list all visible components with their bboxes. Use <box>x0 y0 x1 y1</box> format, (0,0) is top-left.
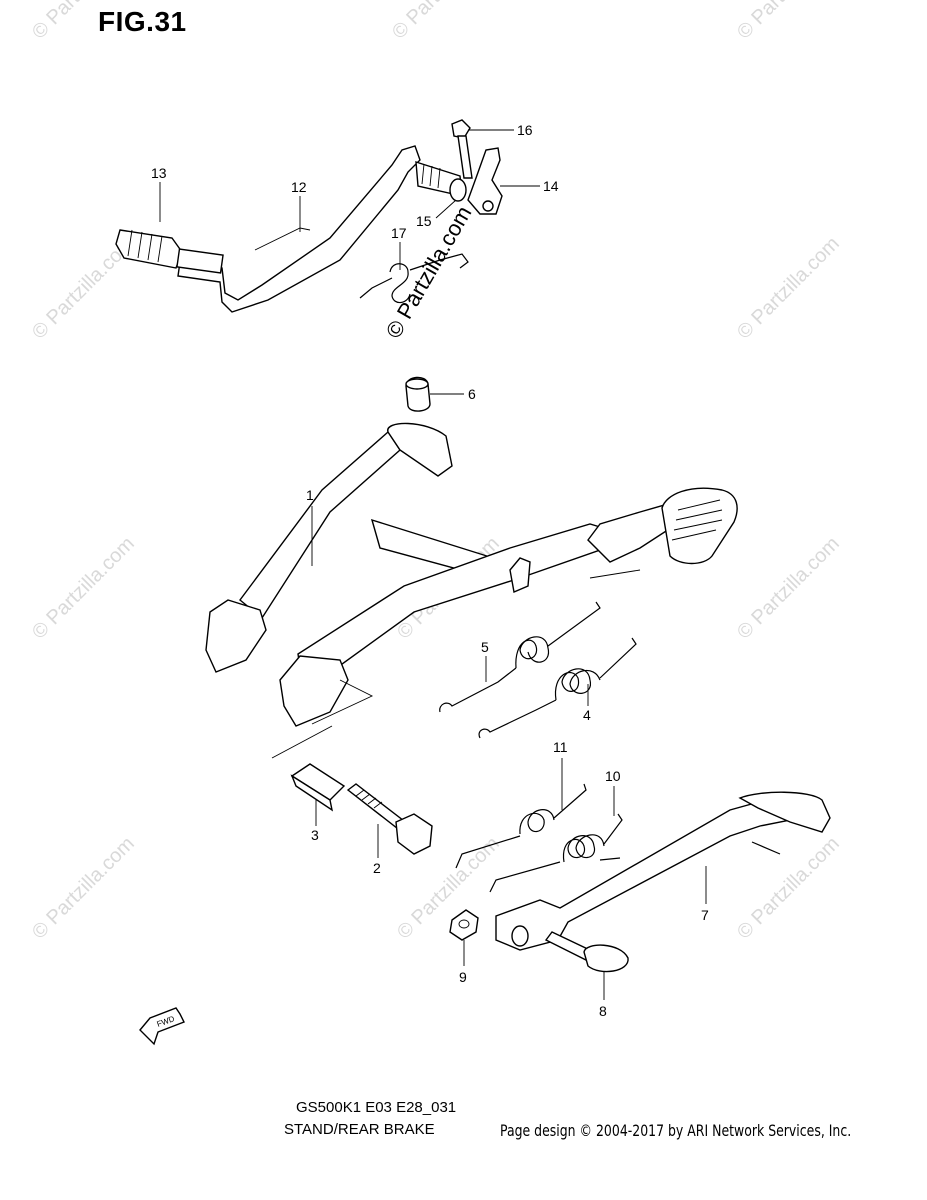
fwd-arrow-icon: FWD <box>139 1007 185 1046</box>
callout-15: 15 <box>416 213 432 229</box>
callout-5: 5 <box>481 639 489 655</box>
figure-title: FIG.31 <box>98 6 187 37</box>
brake-pedal-assembly <box>115 119 503 313</box>
watermark: © Partzilla.com <box>388 0 499 44</box>
side-stand-spring-11 <box>455 783 587 869</box>
copyright-notice: Page design © 2004-2017 by ARI Network S… <box>500 1121 852 1140</box>
diagram-code: GS500K1 E03 E28_031 <box>296 1099 457 1116</box>
callout-4: 4 <box>583 707 591 723</box>
watermark: © Partzilla.com <box>733 0 844 44</box>
nut <box>449 909 479 941</box>
watermark: © Partzilla.com <box>733 533 844 644</box>
stand-spring-4 <box>478 637 637 739</box>
washer <box>449 178 467 202</box>
callout-10: 10 <box>605 768 621 784</box>
watermark: © Partzilla.com <box>28 833 139 944</box>
side-stand <box>495 791 831 951</box>
center-stand <box>205 422 738 727</box>
section-name: STAND/REAR BRAKE <box>284 1121 435 1138</box>
brake-lever <box>467 147 503 215</box>
callout-17: 17 <box>391 225 407 241</box>
callout-1: 1 <box>306 487 314 503</box>
callout-9: 9 <box>459 969 467 985</box>
collar <box>290 763 346 812</box>
brake-pedal-arm <box>177 145 421 313</box>
watermark: © Partzilla.com <box>28 0 139 44</box>
stand-bolt <box>346 783 433 855</box>
callout-12: 12 <box>291 179 307 195</box>
callout-16: 16 <box>517 122 533 138</box>
stand-spring-5 <box>439 601 601 713</box>
callout-6: 6 <box>468 386 476 402</box>
foot-peg-rubber <box>115 229 183 269</box>
side-stand-spring-10 <box>489 813 623 893</box>
callout-2: 2 <box>373 860 381 876</box>
watermark: © Partzilla.com <box>733 233 844 344</box>
side-stand-bolt <box>544 931 629 973</box>
watermark: © Partzilla.com <box>28 533 139 644</box>
callout-7: 7 <box>701 907 709 923</box>
foot-peg-shaft <box>176 248 224 274</box>
callout-3: 3 <box>311 827 319 843</box>
callout-11: 11 <box>553 739 568 755</box>
callout-13: 13 <box>151 165 167 181</box>
bolt <box>451 119 471 139</box>
assembly-line <box>271 679 374 759</box>
pedal-pad <box>661 487 738 565</box>
callouts: 1 2 3 4 5 6 7 8 9 10 11 12 13 <box>151 122 709 1019</box>
callout-8: 8 <box>599 1003 607 1019</box>
callout-14: 14 <box>543 178 559 194</box>
watermark: © Partzilla.com <box>733 833 844 944</box>
